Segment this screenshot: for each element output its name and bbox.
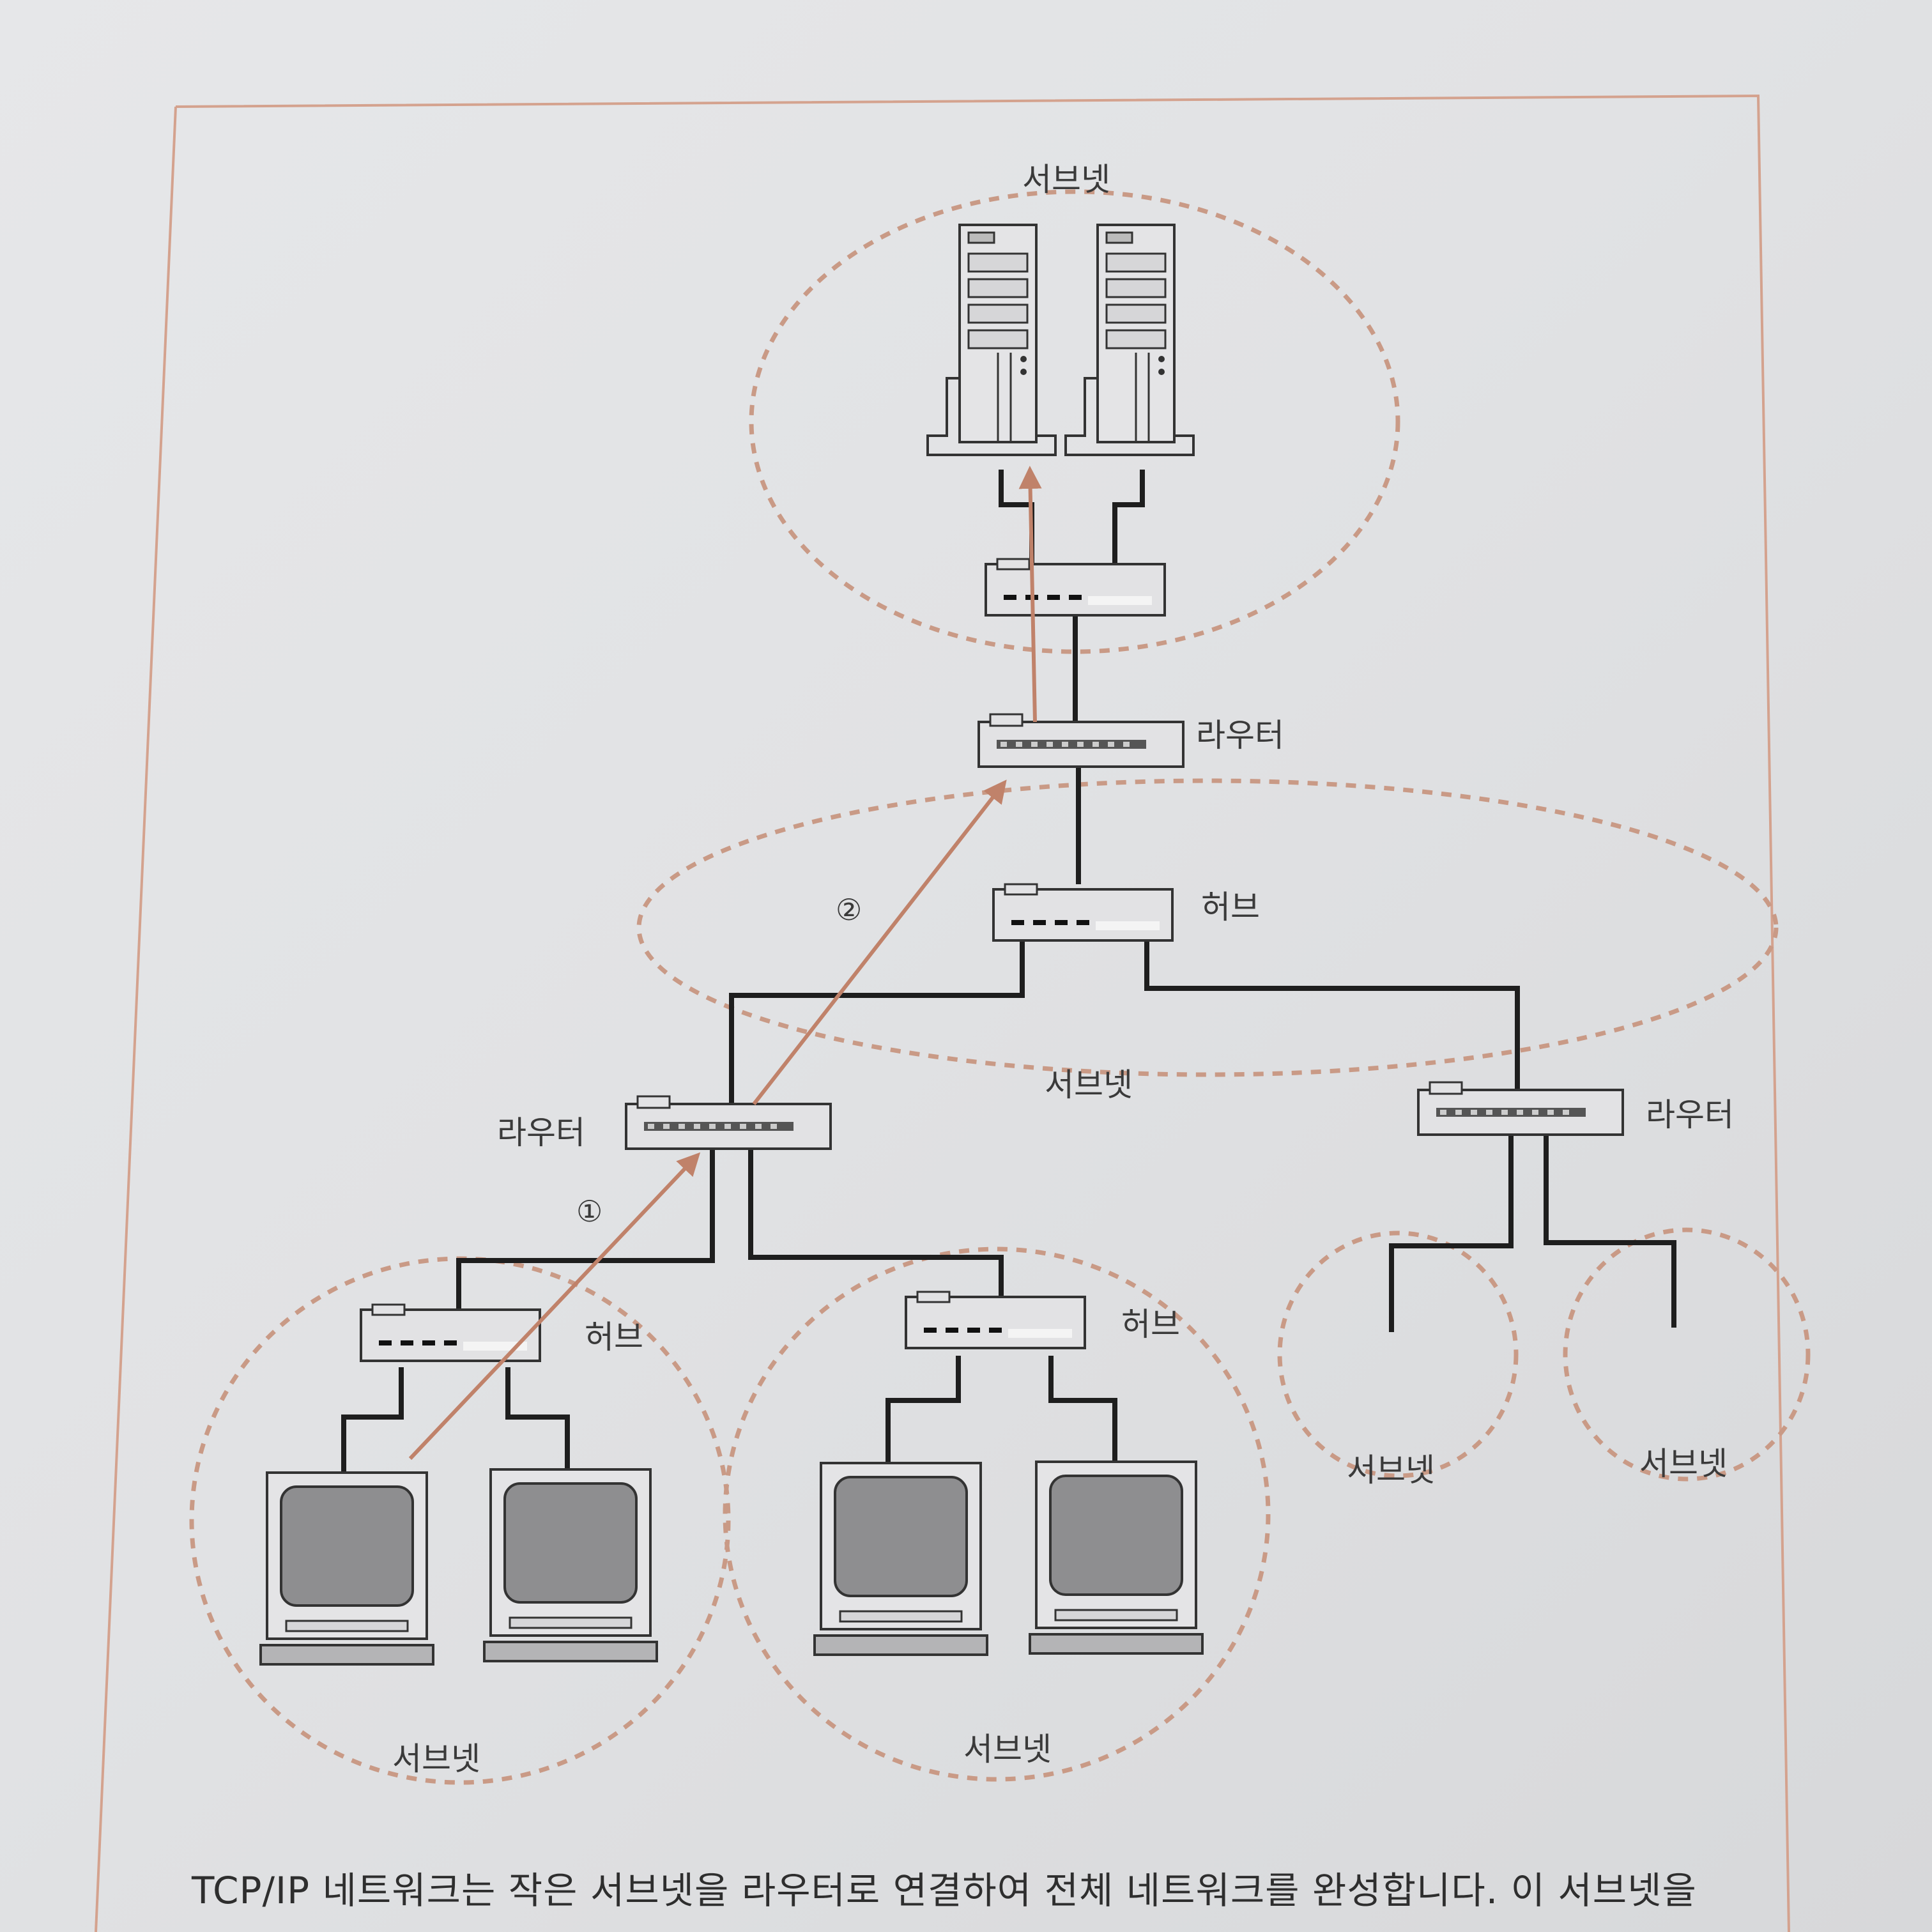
cable-router-hub-middle [748, 1150, 1004, 1297]
cable-hubleft-pc2 [505, 1367, 570, 1469]
router-left [625, 1095, 832, 1150]
cable-server-right [1112, 470, 1145, 564]
cable-hub-right [1144, 942, 1520, 1090]
route-arrow-step2 [752, 779, 1007, 1105]
hub-server-subnet [985, 558, 1166, 617]
computer-2 [483, 1468, 658, 1662]
hub-middle [992, 883, 1174, 942]
label-hub-bottom-left: 허브 [585, 1319, 643, 1356]
label-hub-bottom-middle: 허브 [1121, 1306, 1180, 1343]
cable-router-hub-left [456, 1150, 715, 1310]
server-2 [1064, 224, 1195, 456]
subnet-ellipse-bottom-right-2 [1563, 1227, 1811, 1482]
label-router-right: 라우터 [1646, 1096, 1734, 1133]
label-subnet-bottom-middle: 서브넷 [963, 1731, 1052, 1768]
computer-3 [813, 1462, 988, 1656]
subnet-ellipse-bottom-right-1 [1277, 1230, 1519, 1478]
subnet-ellipse-bottom-middle [723, 1246, 1271, 1782]
label-hub-middle: 허브 [1201, 889, 1260, 926]
step-number-2: ② [836, 893, 862, 927]
step-number-1: ① [576, 1194, 602, 1229]
cable-server-left [999, 470, 1034, 564]
label-subnet-top: 서브넷 [1022, 161, 1110, 198]
cable-hubmid-pc4 [1048, 1356, 1117, 1463]
label-router-top: 라우터 [1196, 717, 1284, 754]
computer-1 [259, 1471, 434, 1666]
figure-frame [175, 94, 1790, 1932]
label-subnet-bottom-right-2: 서브넷 [1639, 1445, 1728, 1482]
subnet-ellipse-top [749, 189, 1400, 654]
computer-4 [1029, 1460, 1204, 1655]
cable-hub-left [729, 942, 1025, 1104]
caption-text: TCP/IP 네트워크는 작은 서브넷을 라우터로 연결하여 전체 네트워크를 … [192, 1869, 1697, 1912]
route-arrow-step1 [408, 1152, 701, 1460]
server-1 [926, 224, 1057, 456]
label-subnet-bottom-left: 서브넷 [392, 1740, 480, 1777]
cable-hubmid-pc3 [885, 1356, 961, 1463]
router-top [977, 713, 1184, 768]
label-router-left: 라우터 [497, 1114, 585, 1151]
cable-routerright-branch1 [1389, 1135, 1514, 1332]
figure-frame-left [95, 106, 177, 1932]
route-arrow-to-server [1018, 466, 1042, 723]
label-subnet-middle: 서브넷 [1045, 1066, 1133, 1103]
router-right [1417, 1081, 1624, 1136]
hub-bottom-middle [905, 1291, 1086, 1349]
cable-routerright-branch2 [1544, 1135, 1676, 1328]
label-subnet-bottom-right-1: 서브넷 [1347, 1452, 1435, 1489]
cable-hubleft-pc1 [341, 1367, 404, 1473]
subnet-ellipse-middle [636, 778, 1779, 1077]
